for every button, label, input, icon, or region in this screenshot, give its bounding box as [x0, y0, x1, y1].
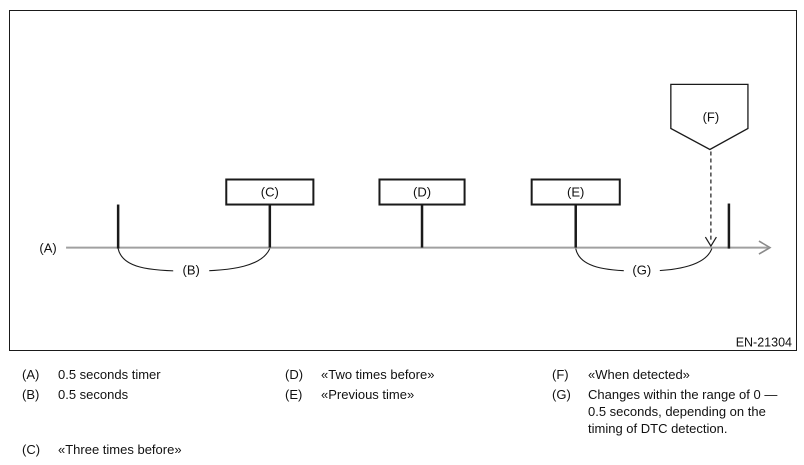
legend-text-d: «Two times before»	[321, 367, 435, 382]
legend-key-d: (D)	[285, 367, 304, 382]
legend-item-d: (D) «Two times before»	[285, 366, 434, 383]
legend-text-e: «Previous time»	[321, 387, 415, 402]
event-box-d-label: (D)	[413, 185, 431, 200]
event-box-d	[378, 178, 466, 206]
legend-item-f: (F) «When detected»	[552, 366, 690, 383]
legend-key-f: (F)	[552, 367, 569, 382]
legend-item-g: (G) Changes within the range of 0 — 0.5 …	[552, 386, 800, 437]
legend-key-b: (B)	[22, 387, 40, 402]
legend-item-b: (B) 0.5 seconds	[22, 386, 128, 403]
legend-text-a: 0.5 seconds timer	[58, 367, 161, 382]
legend-key-e: (E)	[285, 387, 303, 402]
legend-key-c: (C)	[22, 442, 41, 457]
legend-item-e: (E) «Previous time»	[285, 386, 414, 403]
timeline-label-a: (A)	[39, 241, 56, 256]
legend-item-c: (C) «Three times before»	[22, 441, 182, 458]
legend-text-g: Changes within the range of 0 — 0.5 seco…	[588, 386, 800, 437]
legend-text-c: «Three times before»	[58, 442, 182, 457]
legend-text-f: «When detected»	[588, 367, 690, 382]
legend-text-b: 0.5 seconds	[58, 387, 129, 402]
detection-arrowhead-icon	[704, 236, 717, 248]
span-brace-g-label-bg	[623, 262, 660, 278]
detection-flag-f-label: (F)	[703, 109, 720, 124]
figure-ref-code: EN-21304	[736, 336, 792, 350]
event-box-c-label: (C)	[261, 185, 279, 200]
event-box-c	[225, 178, 315, 206]
legend-text-g-line1: Changes within the range of 0 —	[588, 387, 778, 402]
legend-text-g-line3: timing of DTC detection.	[588, 421, 728, 436]
legend-text-g-line2: 0.5 seconds, depending on the	[588, 404, 766, 419]
event-box-e-label: (E)	[567, 185, 584, 200]
span-brace-b-label: (B)	[183, 263, 200, 278]
legend-key-g: (G)	[552, 387, 571, 402]
span-brace-b-label-bg	[173, 262, 210, 278]
span-brace-g-label: (G)	[632, 263, 651, 278]
legend-key-a: (A)	[22, 367, 40, 382]
timeline-arrowhead-icon	[758, 240, 772, 255]
timing-diagram-canvas: (A) (C) (D) (E) (F)	[39, 83, 792, 350]
event-box-e	[530, 178, 621, 206]
legend-item-a: (A) 0.5 seconds timer	[22, 366, 161, 383]
detection-flag-f	[670, 83, 749, 151]
diagram-frame: (A) (C) (D) (E) (F)	[9, 10, 797, 351]
